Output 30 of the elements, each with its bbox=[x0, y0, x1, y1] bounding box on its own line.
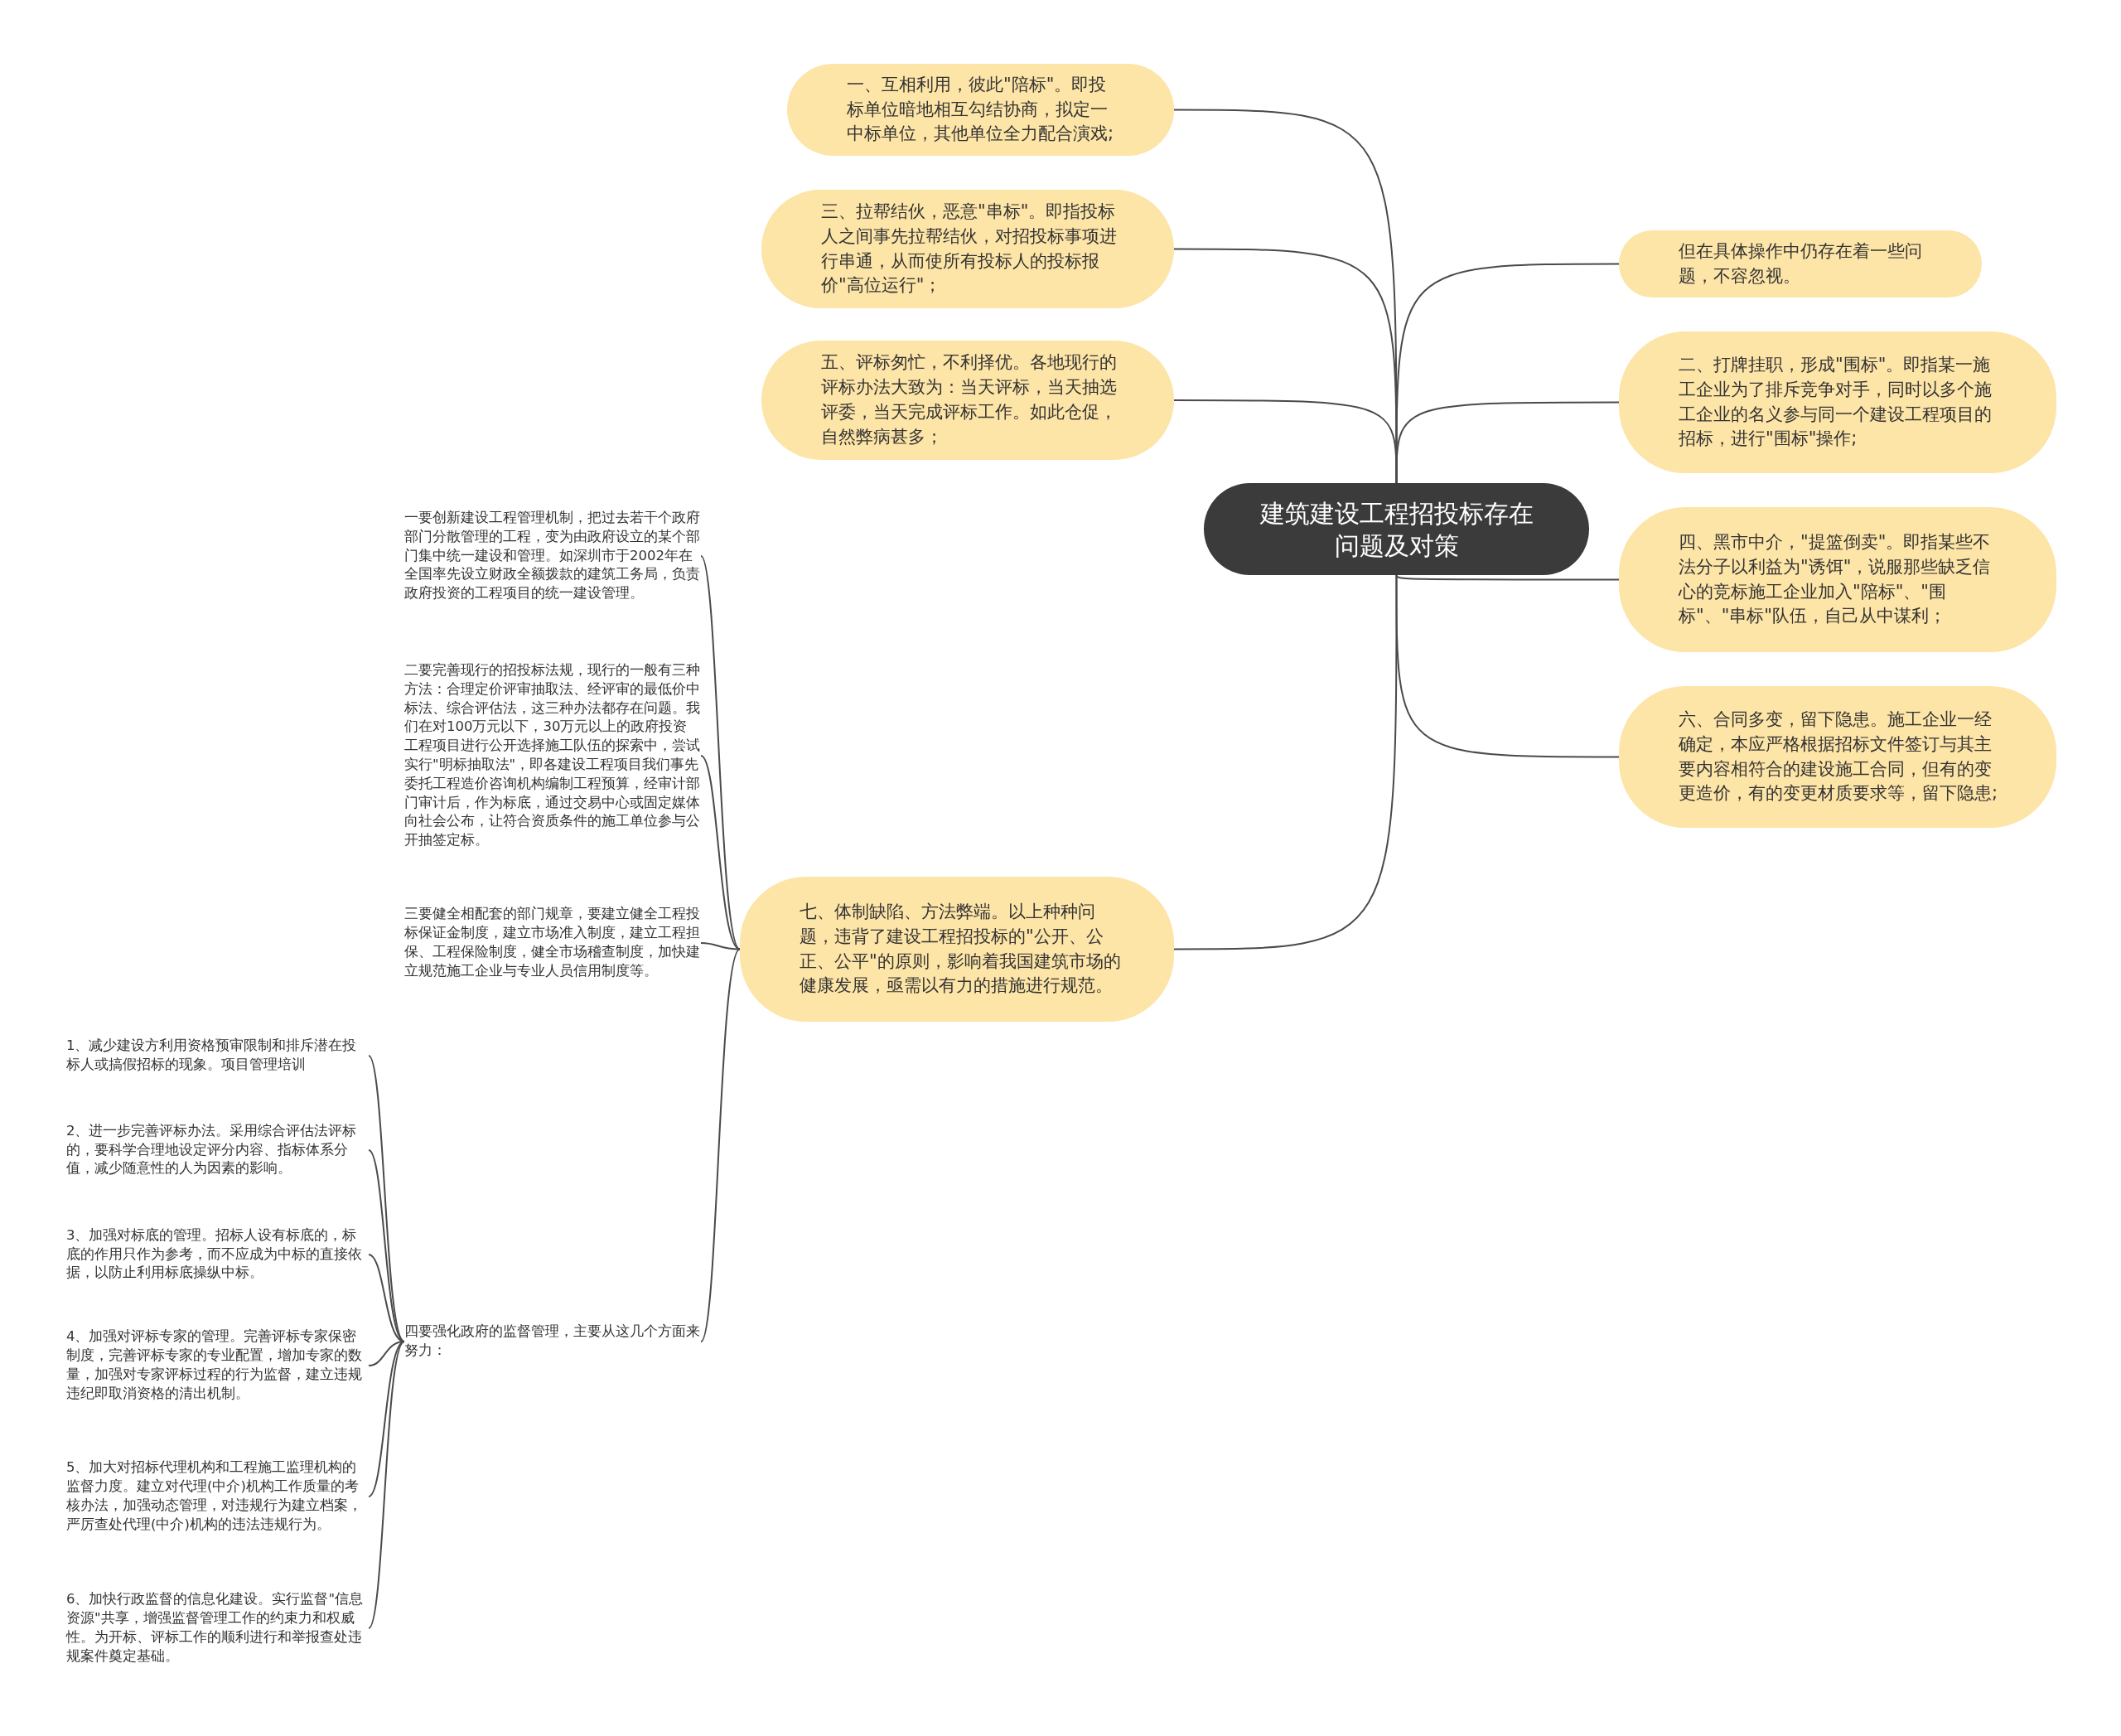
note-text: 四要强化政府的监督管理，主要从这几个方面来努力： bbox=[404, 1321, 701, 1362]
connector-line bbox=[1395, 263, 1620, 484]
connector-line bbox=[1395, 574, 1620, 758]
topic-bubble: 但在具体操作中仍存在着一些问题，不容忽视。 bbox=[1619, 230, 1982, 297]
note-text: 一要创新建设工程管理机制，把过去若干个政府部门分散管理的工程，变为由政府设立的某个部门集中统一建设和管理。如深圳市于2002年在全国率先设立财政全额拨款的建筑工务局，负责政府投资的工程项目的统一建设管理。 bbox=[404, 497, 701, 615]
connector-line bbox=[700, 948, 741, 1342]
note-text: 1、减少建设方利用资格预审限制和排斥潜在投标人或搞假招标的现象。项目管理培训 bbox=[66, 1034, 369, 1077]
note-text: 2、进一步完善评标办法。采用综合评估法评标的，要科学合理地设定评分内容、指标体系分值，减少随意性的人为因素的影响。 bbox=[66, 1119, 369, 1182]
connector-line bbox=[368, 1254, 405, 1342]
connector-line bbox=[368, 1055, 405, 1342]
connector-line bbox=[1395, 574, 1620, 581]
topic-bubble: 三、拉帮结伙，恶意"串标"。即指投标人之间事先拉帮结伙，对招投标事项进行串通，从而使所有投标人的投标报价"高位运行"； bbox=[761, 190, 1174, 308]
connector-line bbox=[368, 1341, 405, 1629]
connector-line bbox=[700, 942, 741, 950]
note-text: 4、加强对评标专家的管理。完善评标专家保密制度，完善评标专家的专业配置，增加专家的数量，加强对专家评标过程的行为监督，建立违规违纪即取消资格的清出机制。 bbox=[66, 1324, 369, 1407]
topic-bubble: 七、体制缺陷、方法弊端。以上种种问题，违背了建设工程招投标的"公开、公正、公平"的原则，影响着我国建筑市场的健康发展，亟需以有力的措施进行规范。 bbox=[740, 877, 1174, 1022]
topic-bubble: 五、评标匆忙，不利择优。各地现行的评标办法大致为：当天评标，当天抽选评委，当天完成评标工作。如此仓促，自然弊病甚多； bbox=[761, 341, 1174, 460]
note-text: 二要完善现行的招投标法规，现行的一般有三种方法：合理定价评审抽取法、经评审的最低价中标法、综合评估法，这三种办法都存在问题。我们在对100万元以下，30万元以上的政府投资工程项目进行公开选择施工队伍的探索中，尝试实行"明标抽取法"，即各建设工程项目我们事先委托工程造价咨询机构编制工程预算，经审计部门审计后，作为标底，通过交易中心或固定媒体向社会公布，让符合资质条件的施工单位参与公开抽签定标。 bbox=[404, 656, 701, 855]
note-text: 6、加快行政监督的信息化建设。实行监督"信息资源"共享，增强监督管理工作的约束力和权威性。为开标、评标工作的顺利进行和举报查处违规案件奠定基础。 bbox=[66, 1587, 369, 1670]
note-text: 5、加大对招标代理机构和工程施工监理机构的监督力度。建立对代理(中介)机构工作质量的考核办法，加强动态管理，对违规行为建立档案，严厉查处代理(中介)机构的违法违规行为。 bbox=[66, 1446, 369, 1547]
note-text: 三要健全相配套的部门规章，要建立健全工程投标保证金制度，建立市场准入制度，建立工程担保、工程保险制度，健全市场稽查制度，加快建立规范施工企业与专业人员信用制度等。 bbox=[404, 892, 701, 994]
connector-line bbox=[1395, 401, 1620, 484]
topic-bubble: 四、黑市中介，"提篮倒卖"。即指某些不法分子以利益为"诱饵"，说服那些缺乏信心的竞标施工企业加入"陪标"、"围标"、"串标"队伍，自己从中谋利； bbox=[1619, 507, 2056, 652]
connector-line bbox=[368, 1341, 405, 1497]
connector-line bbox=[1173, 574, 1398, 950]
note-text: 3、加强对标底的管理。招标人设有标底的，标底的作用只作为参考，而不应成为中标的直接依据，以防止利用标底操纵中标。 bbox=[66, 1223, 369, 1286]
topic-bubble: 六、合同多变，留下隐患。施工企业一经确定，本应严格根据招标文件签订与其主要内容相符合的建设施工合同，但有的变更造价，有的变更材质要求等，留下隐患; bbox=[1619, 686, 2056, 828]
topic-bubble: 一、互相利用，彼此"陪标"。即投标单位暗地相互勾结协商，拟定一中标单位，其他单位全力配合演戏; bbox=[787, 64, 1174, 156]
topic-bubble: 二、打牌挂职，形成"围标"。即指某一施工企业为了排斥竞争对手，同时以多个施工企业的名义参与同一个建设工程项目的招标，进行"围标"操作; bbox=[1619, 331, 2056, 473]
central-topic: 建筑建设工程招投标存在问题及对策 bbox=[1204, 483, 1589, 575]
